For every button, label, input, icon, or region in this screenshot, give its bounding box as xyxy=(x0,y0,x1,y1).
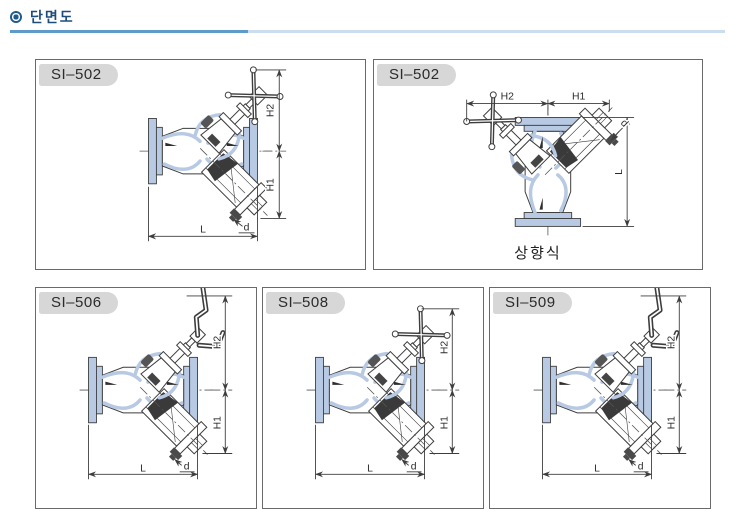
dim-label-d: d xyxy=(618,118,630,130)
dim-label-l: L xyxy=(140,463,146,474)
drawing-caption: 상향식 xyxy=(514,245,562,262)
panel-si-506: H2 H1 L d SI–506 xyxy=(35,287,257,509)
valve-drawing-si-509: H2 H1 L d xyxy=(531,288,710,480)
dim-label-l: L xyxy=(614,169,625,175)
valve-drawing-si-506: H2 H1 L d xyxy=(77,288,256,480)
section-rule-accent xyxy=(10,30,248,33)
dim-label-d: d xyxy=(184,461,190,472)
dim-label-d: d xyxy=(411,461,417,472)
section-header: 단면도 xyxy=(10,7,75,27)
dim-label-h2: H2 xyxy=(212,336,223,350)
model-label: SI–506 xyxy=(51,294,102,311)
dim-label-h1: H1 xyxy=(572,92,586,103)
model-label: SI–509 xyxy=(505,294,556,311)
dim-label-d: d xyxy=(638,461,644,472)
valve-drawing-si-502-upward: H2 H1 L d xyxy=(460,88,635,238)
panel-si-509: H2 H1 L d SI–509 xyxy=(489,287,711,509)
valve-drawing-si-502-side: H2 H1 L d xyxy=(137,63,287,242)
section-rule xyxy=(10,30,725,33)
model-badge: SI–502 xyxy=(39,64,118,86)
panel-si-502-side: H2 H1 L d SI–502 xyxy=(35,59,366,270)
dim-label-h2: H2 xyxy=(265,104,276,118)
model-label: SI–502 xyxy=(389,66,440,83)
dim-label-l: L xyxy=(367,463,373,474)
section-title: 단면도 xyxy=(30,9,75,25)
model-badge: SI–508 xyxy=(266,292,345,314)
model-label: SI–508 xyxy=(278,294,329,311)
dim-label-l: L xyxy=(594,463,600,474)
model-badge: SI–509 xyxy=(493,292,572,314)
panel-si-508: H2 H1 L d SI–508 xyxy=(262,287,484,509)
model-badge: SI–502 xyxy=(377,64,456,86)
dim-label-h2: H2 xyxy=(439,341,450,355)
valve-drawing-si-508: H2 H1 L d xyxy=(304,302,460,480)
model-label: SI–502 xyxy=(51,66,102,83)
dim-label-h1: H1 xyxy=(666,416,677,430)
dim-label-h2: H2 xyxy=(501,92,515,103)
dim-label-d: d xyxy=(244,222,250,233)
dim-label-h1: H1 xyxy=(439,416,450,430)
dim-label-l: L xyxy=(200,224,206,235)
panel-si-502-upward: H2 H1 L d SI–502 상향식 xyxy=(373,59,703,270)
dim-label-h2: H2 xyxy=(666,336,677,350)
dim-label-h1: H1 xyxy=(212,416,223,430)
model-badge: SI–506 xyxy=(39,292,118,314)
dim-label-h1: H1 xyxy=(265,178,276,192)
section-bullet-icon xyxy=(10,11,22,23)
